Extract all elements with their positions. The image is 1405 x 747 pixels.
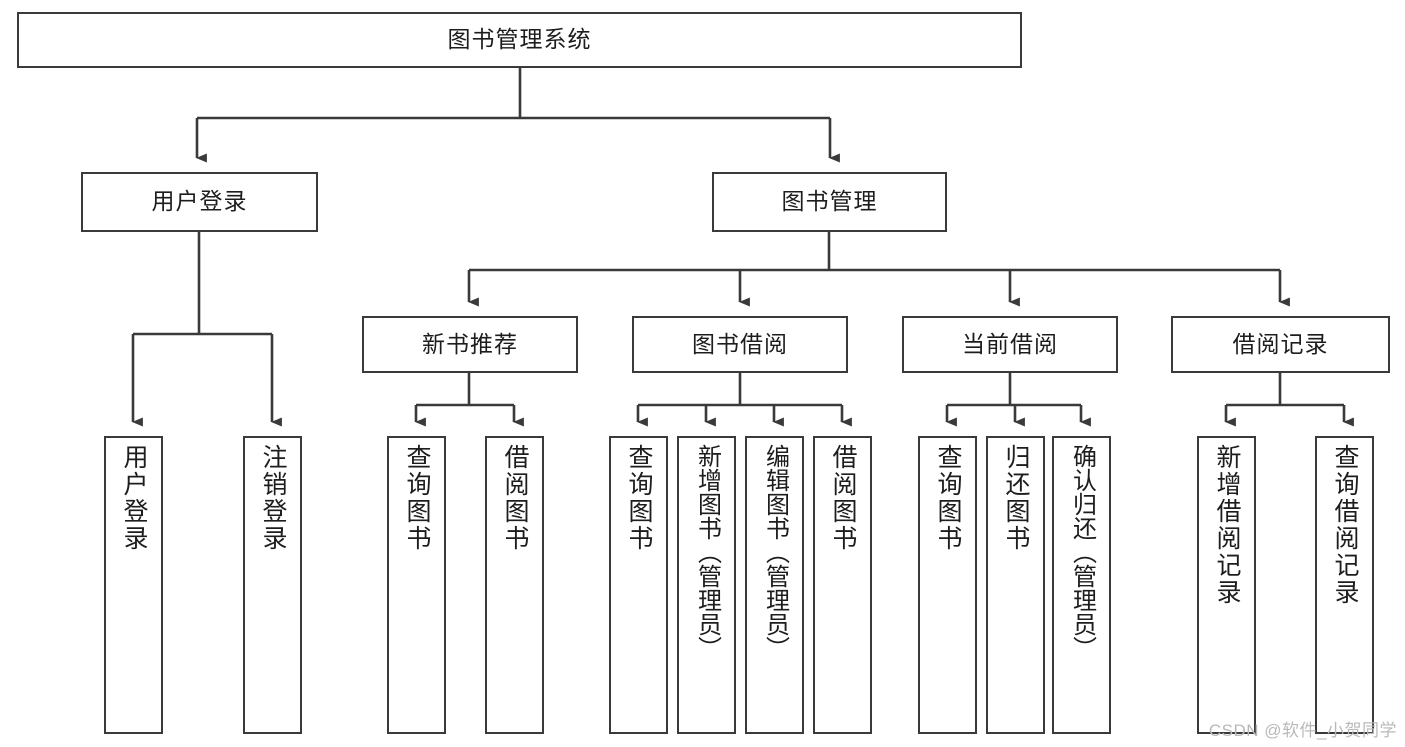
leaf-edit-book-label: 编辑图书（管理员）	[761, 444, 789, 660]
node-root-label: 图书管理系统	[447, 26, 592, 53]
leaf-add-book[interactable]: 新增图书（管理员）	[677, 436, 736, 734]
leaf-query-book-3-label: 查询图书	[934, 444, 962, 552]
leaf-add-book-label: 新增图书（管理员）	[693, 444, 721, 660]
csdn-watermark: CSDN @软件_小贺同学	[1208, 721, 1397, 740]
node-book-manage-label: 图书管理	[781, 188, 878, 215]
node-borrow-record-label: 借阅记录	[1232, 330, 1329, 357]
leaf-query-book-2-label: 查询图书	[625, 444, 653, 552]
leaf-query-book-2[interactable]: 查询图书	[609, 436, 668, 734]
leaf-query-book-1-label: 查询图书	[403, 444, 431, 552]
node-user-login-label: 用户登录	[151, 188, 248, 215]
leaf-borrow-book-2[interactable]: 借阅图书	[813, 436, 872, 734]
leaf-borrow-book-1[interactable]: 借阅图书	[485, 436, 544, 734]
node-new-book-rec[interactable]: 新书推荐	[362, 316, 578, 373]
leaf-query-record-label: 查询借阅记录	[1331, 444, 1359, 606]
node-book-borrow[interactable]: 图书借阅	[632, 316, 848, 373]
leaf-query-record[interactable]: 查询借阅记录	[1315, 436, 1374, 734]
leaf-add-record[interactable]: 新增借阅记录	[1197, 436, 1256, 734]
node-current-borrow[interactable]: 当前借阅	[902, 316, 1118, 373]
leaf-borrow-book-1-label: 借阅图书	[501, 444, 529, 552]
leaf-confirm-return[interactable]: 确认归还（管理员）	[1052, 436, 1111, 734]
leaf-add-record-label: 新增借阅记录	[1213, 444, 1241, 606]
leaf-edit-book[interactable]: 编辑图书（管理员）	[745, 436, 804, 734]
node-user-login[interactable]: 用户登录	[81, 172, 318, 232]
leaf-query-book-1[interactable]: 查询图书	[387, 436, 446, 734]
node-current-borrow-label: 当前借阅	[962, 330, 1058, 357]
leaf-confirm-return-label: 确认归还（管理员）	[1068, 444, 1096, 660]
node-borrow-record[interactable]: 借阅记录	[1171, 316, 1390, 373]
leaf-logout[interactable]: 注销登录	[243, 436, 302, 734]
leaf-return-book[interactable]: 归还图书	[986, 436, 1045, 734]
leaf-borrow-book-2-label: 借阅图书	[829, 444, 857, 552]
leaf-user-login-label: 用户登录	[120, 444, 148, 552]
leaf-return-book-label: 归还图书	[1002, 444, 1030, 552]
node-new-book-rec-label: 新书推荐	[422, 330, 518, 357]
leaf-user-login[interactable]: 用户登录	[104, 436, 163, 734]
leaf-logout-label: 注销登录	[259, 444, 287, 552]
node-book-manage[interactable]: 图书管理	[712, 172, 947, 232]
node-root[interactable]: 图书管理系统	[17, 12, 1022, 68]
node-book-borrow-label: 图书借阅	[692, 330, 788, 357]
leaf-query-book-3[interactable]: 查询图书	[918, 436, 977, 734]
